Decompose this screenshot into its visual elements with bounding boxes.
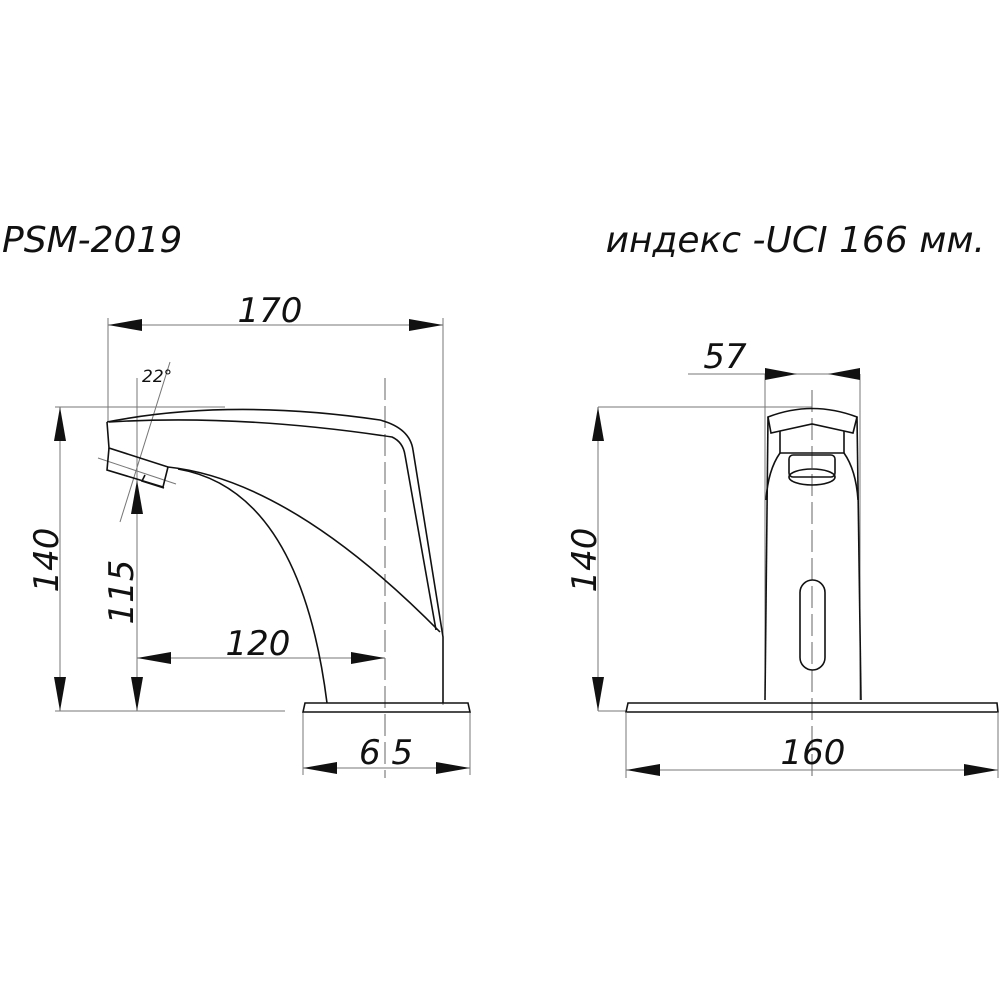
model-title: PSM-2019 (2, 220, 182, 261)
dim-angle-22: 22° (142, 367, 172, 387)
index-label: индекс -UCI 166 мм. (606, 220, 985, 261)
dim-length-170: 170 (238, 291, 303, 331)
dim-base-length-160: 160 (781, 733, 846, 773)
front-view: 57 140 160 (565, 337, 999, 778)
dim-height-140: 140 (27, 528, 67, 593)
dim-body-width-57: 57 (703, 337, 747, 377)
side-view: 170 22° 140 115 120 6 5 (27, 291, 471, 778)
dim-front-height-140: 140 (565, 528, 605, 593)
dim-spout-height-115: 115 (102, 560, 142, 625)
dim-base-65: 6 5 (359, 733, 413, 773)
dim-reach-120: 120 (226, 624, 291, 664)
